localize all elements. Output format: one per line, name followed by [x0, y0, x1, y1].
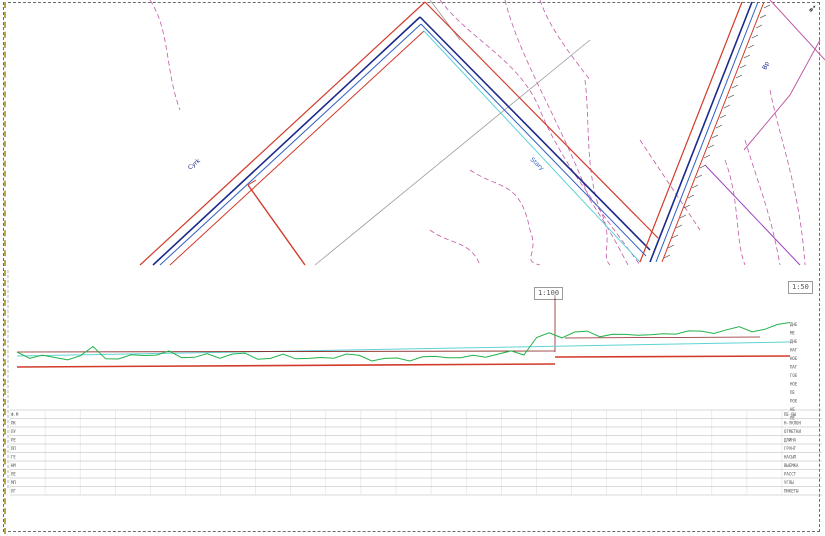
table-row-label: ГРУНТ	[784, 446, 797, 451]
drawing-frame	[3, 2, 820, 532]
y-tick-label: ДНЕ	[790, 322, 798, 327]
ground-line	[16, 322, 791, 362]
table-row-label: ПИКЕТЫ	[784, 489, 799, 494]
y-tick-label: НЕ	[790, 407, 795, 412]
table-row-label: ПЕ-ВЫ	[784, 412, 797, 417]
table-row-code: ЛУ	[11, 429, 16, 434]
profile-scale-right: 1:50	[788, 281, 813, 294]
y-tick-label: ЛЕ	[790, 416, 795, 421]
road-mid-branch	[419, 1, 659, 263]
y-tick-label: ПЕ	[790, 390, 795, 395]
profile-scale-left: 1:100	[534, 287, 564, 300]
profile-y-axis-labels: ДНЕ МЕ ДНЕ НАГ НОЕ ПАГ ГОЕ НОЕ ПЕ РОЕ НЕ ЛЕ	[790, 322, 798, 421]
level-line	[16, 341, 791, 357]
table-row-label: ДЛИНА	[784, 438, 797, 443]
slope-hatch	[663, 4, 771, 259]
y-tick-label: МЕ	[790, 331, 795, 336]
table-row-label: Н-УКЛОН	[784, 421, 801, 426]
side-road	[247, 184, 306, 266]
ground-line-series	[16, 322, 791, 362]
profile-chart: ДНЕ МЕ ДНЕ НАГ НОЕ ПАГ ГОЕ НОЕ ПЕ РОЕ НЕ ЛЕ ПЕ-ВЫ Н-…	[7, 270, 822, 496]
design-line-right	[554, 355, 791, 358]
y-tick-label: РОЕ	[790, 399, 798, 404]
table-row-code: ПК	[11, 421, 16, 426]
plan-view: Cyrk Stary Bp	[139, 0, 825, 266]
table-row-code: ПП	[11, 446, 16, 451]
design-line-left	[16, 363, 556, 368]
road-right-branch	[639, 1, 765, 263]
y-tick-label: ДНЕ	[790, 339, 798, 344]
road-left-branch	[139, 1, 426, 266]
table-row-code: ЛЕ	[11, 472, 16, 477]
road-label-left: Cyrk	[187, 157, 202, 171]
table-row-code: ЛГ	[11, 489, 16, 494]
construction-lines	[314, 0, 591, 266]
profile-table: ПЕ-ВЫ Н-УКЛОН ОТМЕТКИ ДЛИНА ГРУНТ НАСЫП ВЫЕМКА…	[9, 409, 822, 496]
parcel-outline	[743, 0, 825, 151]
table-row-code: ГЕ	[11, 455, 16, 460]
north-arrow-icon: ➶	[807, 2, 817, 15]
road-label-right: Bp	[761, 61, 771, 71]
table-row-label: РАССТ	[784, 472, 797, 477]
y-tick-label: ГОЕ	[790, 373, 798, 378]
table-row-code: РЕ	[11, 438, 16, 443]
table-row-code: МП	[11, 480, 16, 485]
y-tick-label: НОЕ	[790, 356, 798, 361]
table-row-label: НАСЫП	[784, 455, 797, 460]
y-tick-label: НАГ	[790, 348, 798, 353]
table-row-code: Ф.М	[11, 412, 19, 417]
table-row-label: УГЛЫ	[784, 480, 794, 485]
contour-lines	[149, 0, 806, 266]
table-row-code: НМ	[11, 463, 16, 468]
y-tick-label: НОЕ	[790, 382, 798, 387]
y-tick-label: ПАГ	[790, 365, 798, 370]
frame-left-edge	[4, 2, 9, 534]
table-row-label: ВЫЕМКА	[784, 463, 799, 468]
table-row-label: ОТМЕТКИ	[784, 429, 801, 434]
